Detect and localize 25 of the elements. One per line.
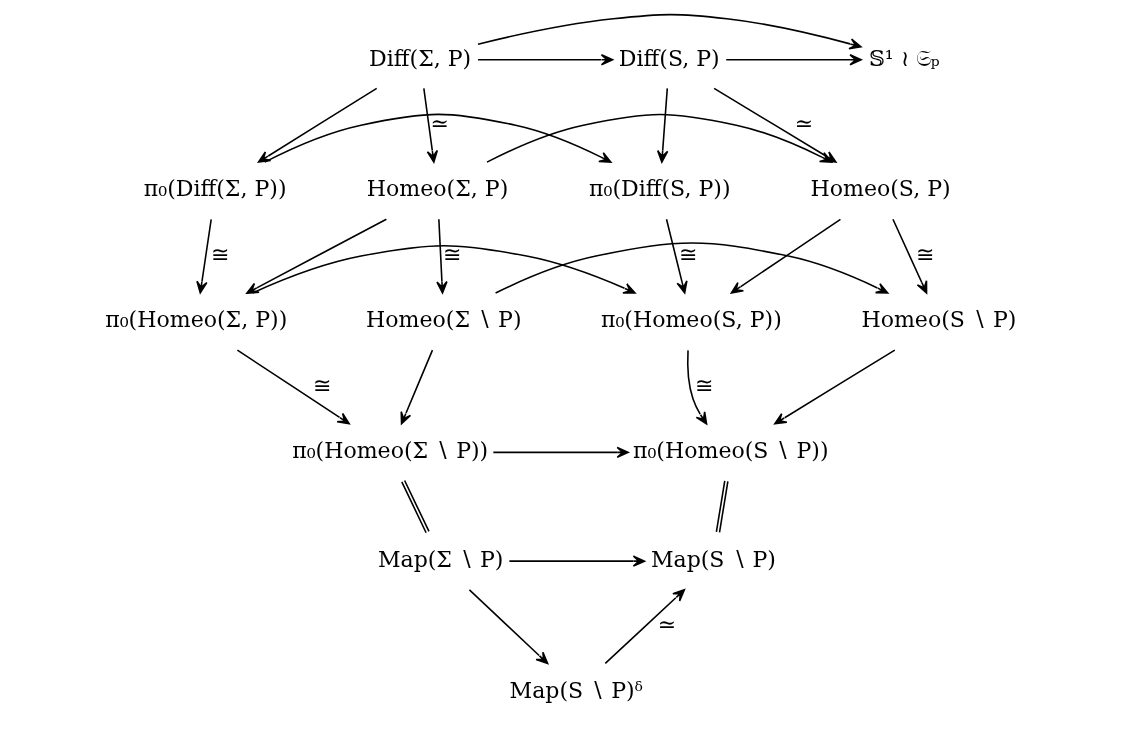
node-text: Homeo(S ∖ P) <box>861 307 1017 333</box>
edge-label: ≅ <box>694 372 713 398</box>
node-text: π₀(Diff(S, P)) <box>589 176 731 202</box>
edge-label: ≅ <box>210 241 229 267</box>
node-text: Homeo(Σ, P) <box>366 176 509 202</box>
node-text: Diff(Σ, P) <box>369 45 472 71</box>
edge-label: ≅ <box>915 241 934 267</box>
edge-label: ≅ <box>679 241 698 267</box>
edge-label: ≃ <box>794 111 814 137</box>
edge-label: ≃ <box>657 612 677 638</box>
node-text: π₀(Homeo(S, P)) <box>600 307 782 333</box>
node-text: Map(Σ ∖ P) <box>377 547 504 572</box>
edge-label: ≅ <box>313 372 332 398</box>
node-text: Map(S ∖ P) <box>650 547 776 572</box>
node-text: π₀(Homeo(S ∖ P)) <box>633 438 829 464</box>
node-text: 𝕊¹ ≀ 𝔖ₚ <box>868 45 940 71</box>
edge-label: ≃ <box>430 111 450 137</box>
node-text: π₀(Homeo(Σ ∖ P)) <box>292 438 489 464</box>
node-text: π₀(Homeo(Σ, P)) <box>105 307 288 333</box>
node-text: Homeo(S, P) <box>810 176 951 202</box>
node-text: π₀(Diff(Σ, P)) <box>143 176 287 202</box>
node-text: Diff(S, P) <box>618 45 720 71</box>
edge-label: ≅ <box>442 241 461 267</box>
node-text: Homeo(Σ ∖ P) <box>366 307 522 333</box>
node-text: Map(S ∖ P)ᵟ <box>509 677 643 703</box>
